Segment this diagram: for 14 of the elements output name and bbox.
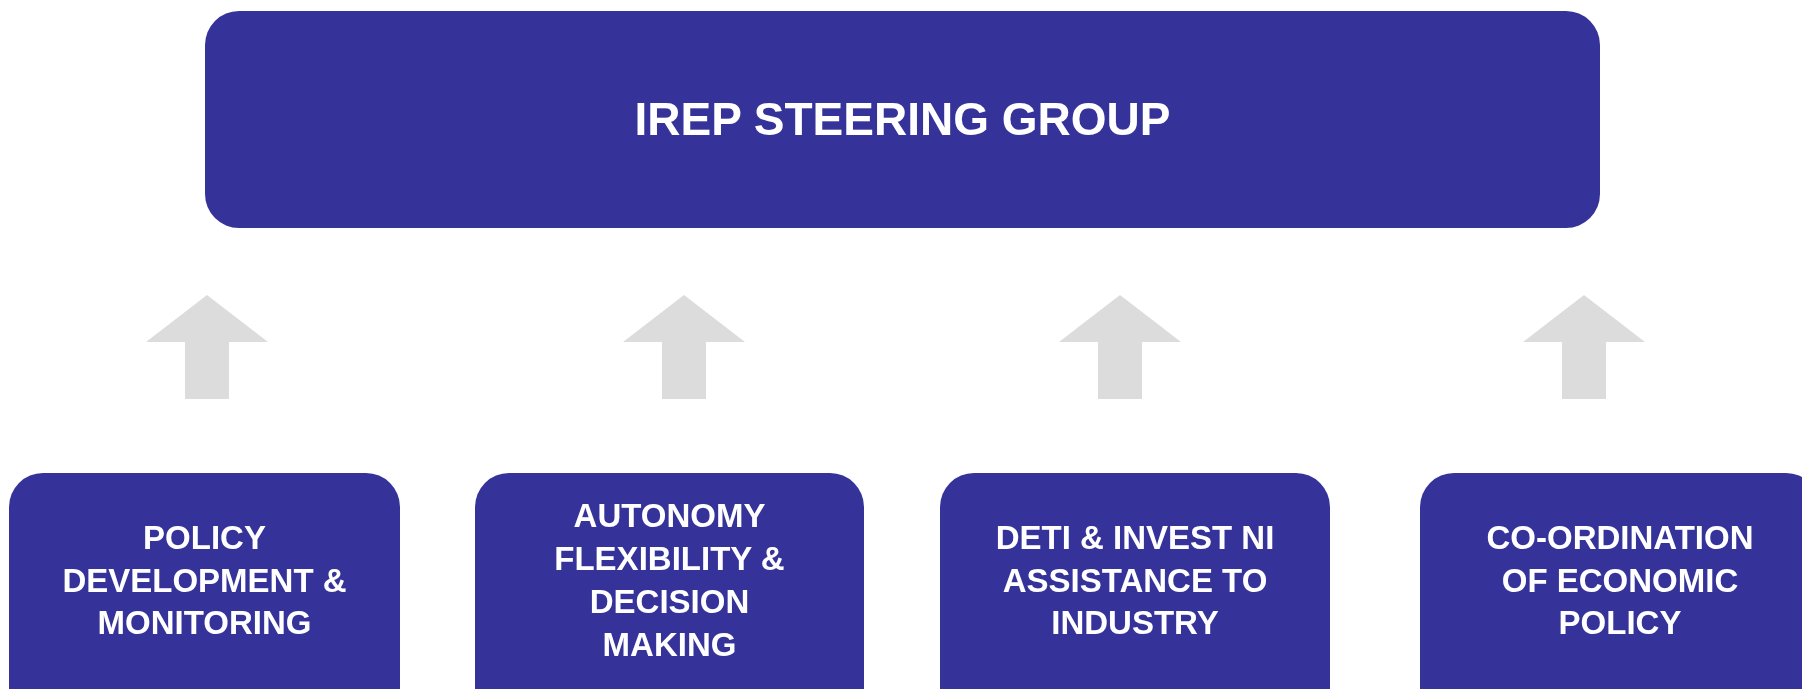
- process-box: [475, 473, 864, 689]
- box-label: POLICY DEVELOPMENT & MONITORING: [61, 517, 348, 644]
- box-label: DETI & INVEST NI ASSISTANCE TO INDUSTRY: [994, 517, 1276, 644]
- block-arrow: [1059, 295, 1181, 399]
- box-label: CO-ORDINATION OF ECONOMIC POLICY: [1485, 517, 1755, 644]
- process-box: [1420, 473, 1802, 689]
- process-box: [9, 473, 400, 689]
- block-arrow: [1523, 295, 1645, 399]
- box-label: IREP STEERING GROUP: [634, 91, 1171, 147]
- block-arrow: [146, 295, 268, 399]
- group-box: [205, 11, 1600, 228]
- block-arrow: [623, 295, 745, 399]
- box-label: AUTONOMY FLEXIBILITY & DECISION MAKING: [553, 496, 786, 665]
- process-box: [940, 473, 1330, 689]
